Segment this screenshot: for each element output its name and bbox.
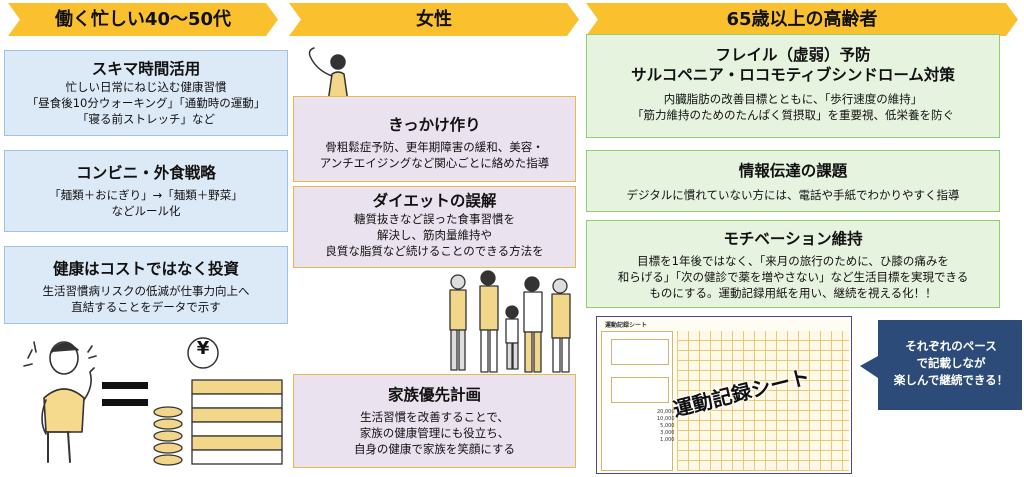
record-sheet-grid bbox=[677, 331, 849, 471]
card-trigger: きっかけ作り 骨粗鬆症予防、更年期障害の緩和、美容・ アンチエイジングなど関心ご… bbox=[293, 96, 576, 182]
card-line: 内臓脂肪の改善目標とともに、「歩行速度の維持」 bbox=[663, 92, 923, 106]
card-title: 情報伝達の課題 bbox=[738, 162, 848, 180]
header-elderly-label: 65歳以上の高齢者 bbox=[726, 9, 878, 30]
callout-line: で記載しなが bbox=[916, 356, 986, 370]
money-stack-icon bbox=[153, 379, 283, 466]
card-line: 目標を1年後ではなく、「来月の旅行のために、ひ膝の痛みを bbox=[637, 254, 949, 268]
card-title: スキマ時間活用 bbox=[91, 60, 201, 78]
card-line: 「寝る前ストレッチ」など bbox=[77, 112, 215, 126]
callout-text: それぞれのペース で記載しなが 楽しんで継続できる！ bbox=[880, 338, 1022, 389]
card-line: 自身の健康で家族を笑顔にする bbox=[353, 442, 516, 456]
card-line: ものにする。運動記録用紙を用い、継続を視える化！！ bbox=[649, 286, 937, 300]
exercise-record-sheet: 運動記録シート 20,000 10,000 5,000 3,000 1,000 … bbox=[596, 316, 852, 474]
record-sheet-name-box bbox=[611, 339, 669, 365]
header-women: 女性 bbox=[289, 3, 579, 36]
header-elderly: 65歳以上の高齢者 bbox=[586, 3, 1018, 36]
record-sheet-header: 運動記録シート bbox=[605, 322, 648, 329]
record-sheet-value: 20,000 bbox=[657, 409, 675, 415]
card-line: 和らげる」「次の健診で薬を増やさない」など生活目標を実現できる bbox=[617, 270, 969, 284]
card-line: 良質な脂質など続けることのできる方法を bbox=[325, 244, 544, 258]
header-arrow-shape bbox=[289, 3, 579, 36]
header-women-label: 女性 bbox=[416, 9, 452, 30]
card-line: 生活習慣を改善することで、 bbox=[360, 410, 509, 424]
card-health-investment: 健康はコストではなく投資 生活習慣病リスクの低減が仕事力向上へ 直結することをデ… bbox=[4, 246, 288, 324]
card-line: アンチエイジングなど関心ごとに絡めた指導 bbox=[319, 156, 550, 170]
card-line: 生活習慣病リスクの低減が仕事力向上へ bbox=[42, 284, 250, 298]
card-title: コンビニ・外食戦略 bbox=[76, 164, 216, 182]
header-arrow-shape bbox=[8, 3, 278, 36]
card-line: 解決し、筋肉量維持や bbox=[377, 228, 492, 242]
card-title: モチベーション維持 bbox=[723, 230, 863, 248]
card-line: 「筋力維持のためのたんぱく質摂取」を重要視、低栄養を防ぐ bbox=[632, 108, 954, 122]
card-line: 忙しい日常にねじ込む健康習慣 bbox=[65, 80, 227, 94]
family-icon bbox=[449, 270, 571, 373]
card-line: デジタルに慣れていない方には、電話や手紙でわかりやすく指導 bbox=[626, 188, 960, 202]
card-title: ダイエットの誤解 bbox=[372, 192, 497, 210]
record-sheet-left-panel bbox=[601, 331, 673, 471]
header-working-age-label: 働く忙しい40～50代 bbox=[54, 9, 232, 30]
record-sheet-value: 10,000 bbox=[657, 416, 675, 422]
worker-person-icon bbox=[23, 341, 97, 463]
record-sheet-value: 1,000 bbox=[660, 437, 675, 443]
card-info-delivery: 情報伝達の課題 デジタルに慣れていない方には、電話や手紙でわかりやすく指導 bbox=[586, 150, 1000, 212]
record-sheet-value: 5,000 bbox=[660, 423, 675, 429]
card-spare-time: スキマ時間活用 忙しい日常にねじ込む健康習慣 「昼食後10分ウォーキング」「通勤… bbox=[4, 50, 288, 136]
card-line: などルール化 bbox=[111, 204, 181, 218]
card-title-line: フレイル（虚弱）予防 bbox=[715, 46, 871, 64]
equals-icon bbox=[102, 382, 148, 406]
card-line: 「昼食後10分ウォーキング」「通勤時の運動」 bbox=[26, 96, 266, 110]
card-title: 家族優先計画 bbox=[387, 386, 481, 404]
callout-line: それぞれのペース bbox=[905, 339, 997, 353]
yen-symbol: ¥ bbox=[196, 338, 210, 359]
callout-line: 楽しんで継続できる！ bbox=[893, 373, 1009, 387]
card-frailty: フレイル（虚弱）予防 サルコペニア・ロコモティブシンドローム対策 内臓脂肪の改善… bbox=[586, 34, 1000, 138]
header-working-age: 働く忙しい40～50代 bbox=[8, 3, 278, 36]
record-sheet-values: 20,000 10,000 5,000 3,000 1,000 bbox=[657, 409, 675, 444]
card-convenience-store: コンビニ・外食戦略 「麺類＋おにぎり」→「麺類＋野菜」 などルール化 bbox=[4, 150, 288, 232]
record-sheet-value: 3,000 bbox=[660, 430, 675, 436]
card-line: 糖質抜きなど誤った食事習慣を bbox=[354, 212, 515, 226]
card-title: 健康はコストではなく投資 bbox=[52, 260, 239, 278]
card-title: きっかけ作り bbox=[388, 116, 481, 134]
yen-coin-icon bbox=[187, 337, 219, 369]
card-diet-myth: ダイエットの誤解 糖質抜きなど誤った食事習慣を 解決し、筋肉量維持や 良質な脂質… bbox=[293, 186, 576, 268]
header-arrow-shape bbox=[586, 3, 1018, 36]
card-line: 家族の健康管理にも役立ち、 bbox=[359, 426, 510, 440]
callout-bubble-shape bbox=[860, 320, 1022, 410]
card-family-priority: 家族優先計画 生活習慣を改善することで、 家族の健康管理にも役立ち、 自身の健康… bbox=[293, 374, 576, 468]
card-title-line: サルコペニア・ロコモティブシンドローム対策 bbox=[631, 66, 955, 84]
card-line: 直結することをデータで示す bbox=[71, 300, 221, 314]
record-sheet-goal-box bbox=[611, 377, 669, 403]
card-line: 「麺類＋おにぎり」→「麺類＋野菜」 bbox=[49, 188, 243, 202]
card-line: 骨粗鬆症予防、更年期障害の緩和、美容・ bbox=[325, 140, 544, 154]
card-motivation: モチベーション維持 目標を1年後ではなく、「来月の旅行のために、ひ膝の痛みを 和… bbox=[586, 220, 1000, 308]
